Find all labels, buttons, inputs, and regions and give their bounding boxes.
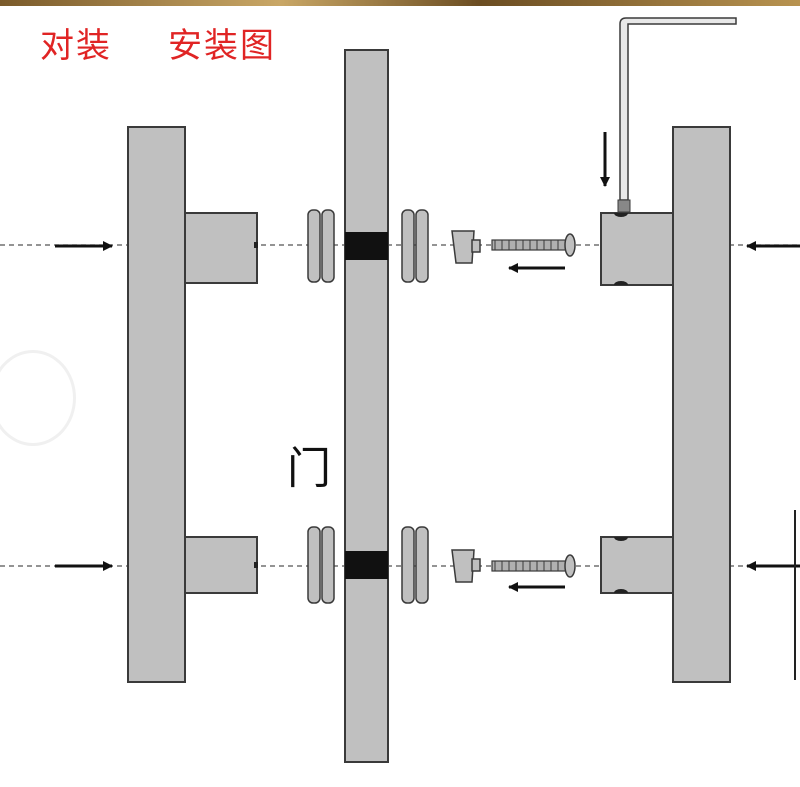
left-handle-post-top bbox=[184, 212, 258, 284]
sleeve-top bbox=[451, 230, 481, 264]
right-handle-bar bbox=[672, 126, 731, 683]
sleeve-bottom bbox=[451, 549, 481, 583]
set-screw-hole-top-under bbox=[614, 281, 628, 285]
door-spacer-bottom bbox=[345, 551, 388, 579]
allen-key bbox=[619, 17, 737, 201]
right-handle-post-top bbox=[600, 212, 674, 286]
left-post-notch-top bbox=[254, 242, 258, 248]
title-installation-diagram: 安装图 bbox=[168, 26, 276, 66]
left-handle-post-bottom bbox=[184, 536, 258, 594]
set-screw-hole-bottom bbox=[614, 537, 628, 541]
left-washer-top bbox=[307, 209, 335, 283]
screw-top bbox=[491, 233, 576, 257]
left-post-notch-bottom bbox=[254, 562, 258, 568]
right-washer-bottom bbox=[401, 526, 429, 604]
set-screw-hole-top bbox=[614, 213, 628, 217]
right-washer-top bbox=[401, 209, 429, 283]
door-spacer-top bbox=[345, 232, 388, 260]
right-handle-post-bottom bbox=[600, 536, 674, 594]
left-handle-bar bbox=[127, 126, 186, 683]
left-washer-bottom bbox=[307, 526, 335, 604]
door-panel bbox=[344, 49, 389, 763]
set-screw-hole-bottom-under bbox=[614, 589, 628, 593]
title-pair-mounting: 对装 bbox=[40, 26, 112, 66]
allen-key-tip bbox=[617, 199, 631, 213]
watermark-circle bbox=[0, 350, 76, 446]
screw-bottom bbox=[491, 554, 576, 578]
top-border bbox=[0, 0, 800, 6]
door-label: 门 bbox=[287, 443, 331, 494]
